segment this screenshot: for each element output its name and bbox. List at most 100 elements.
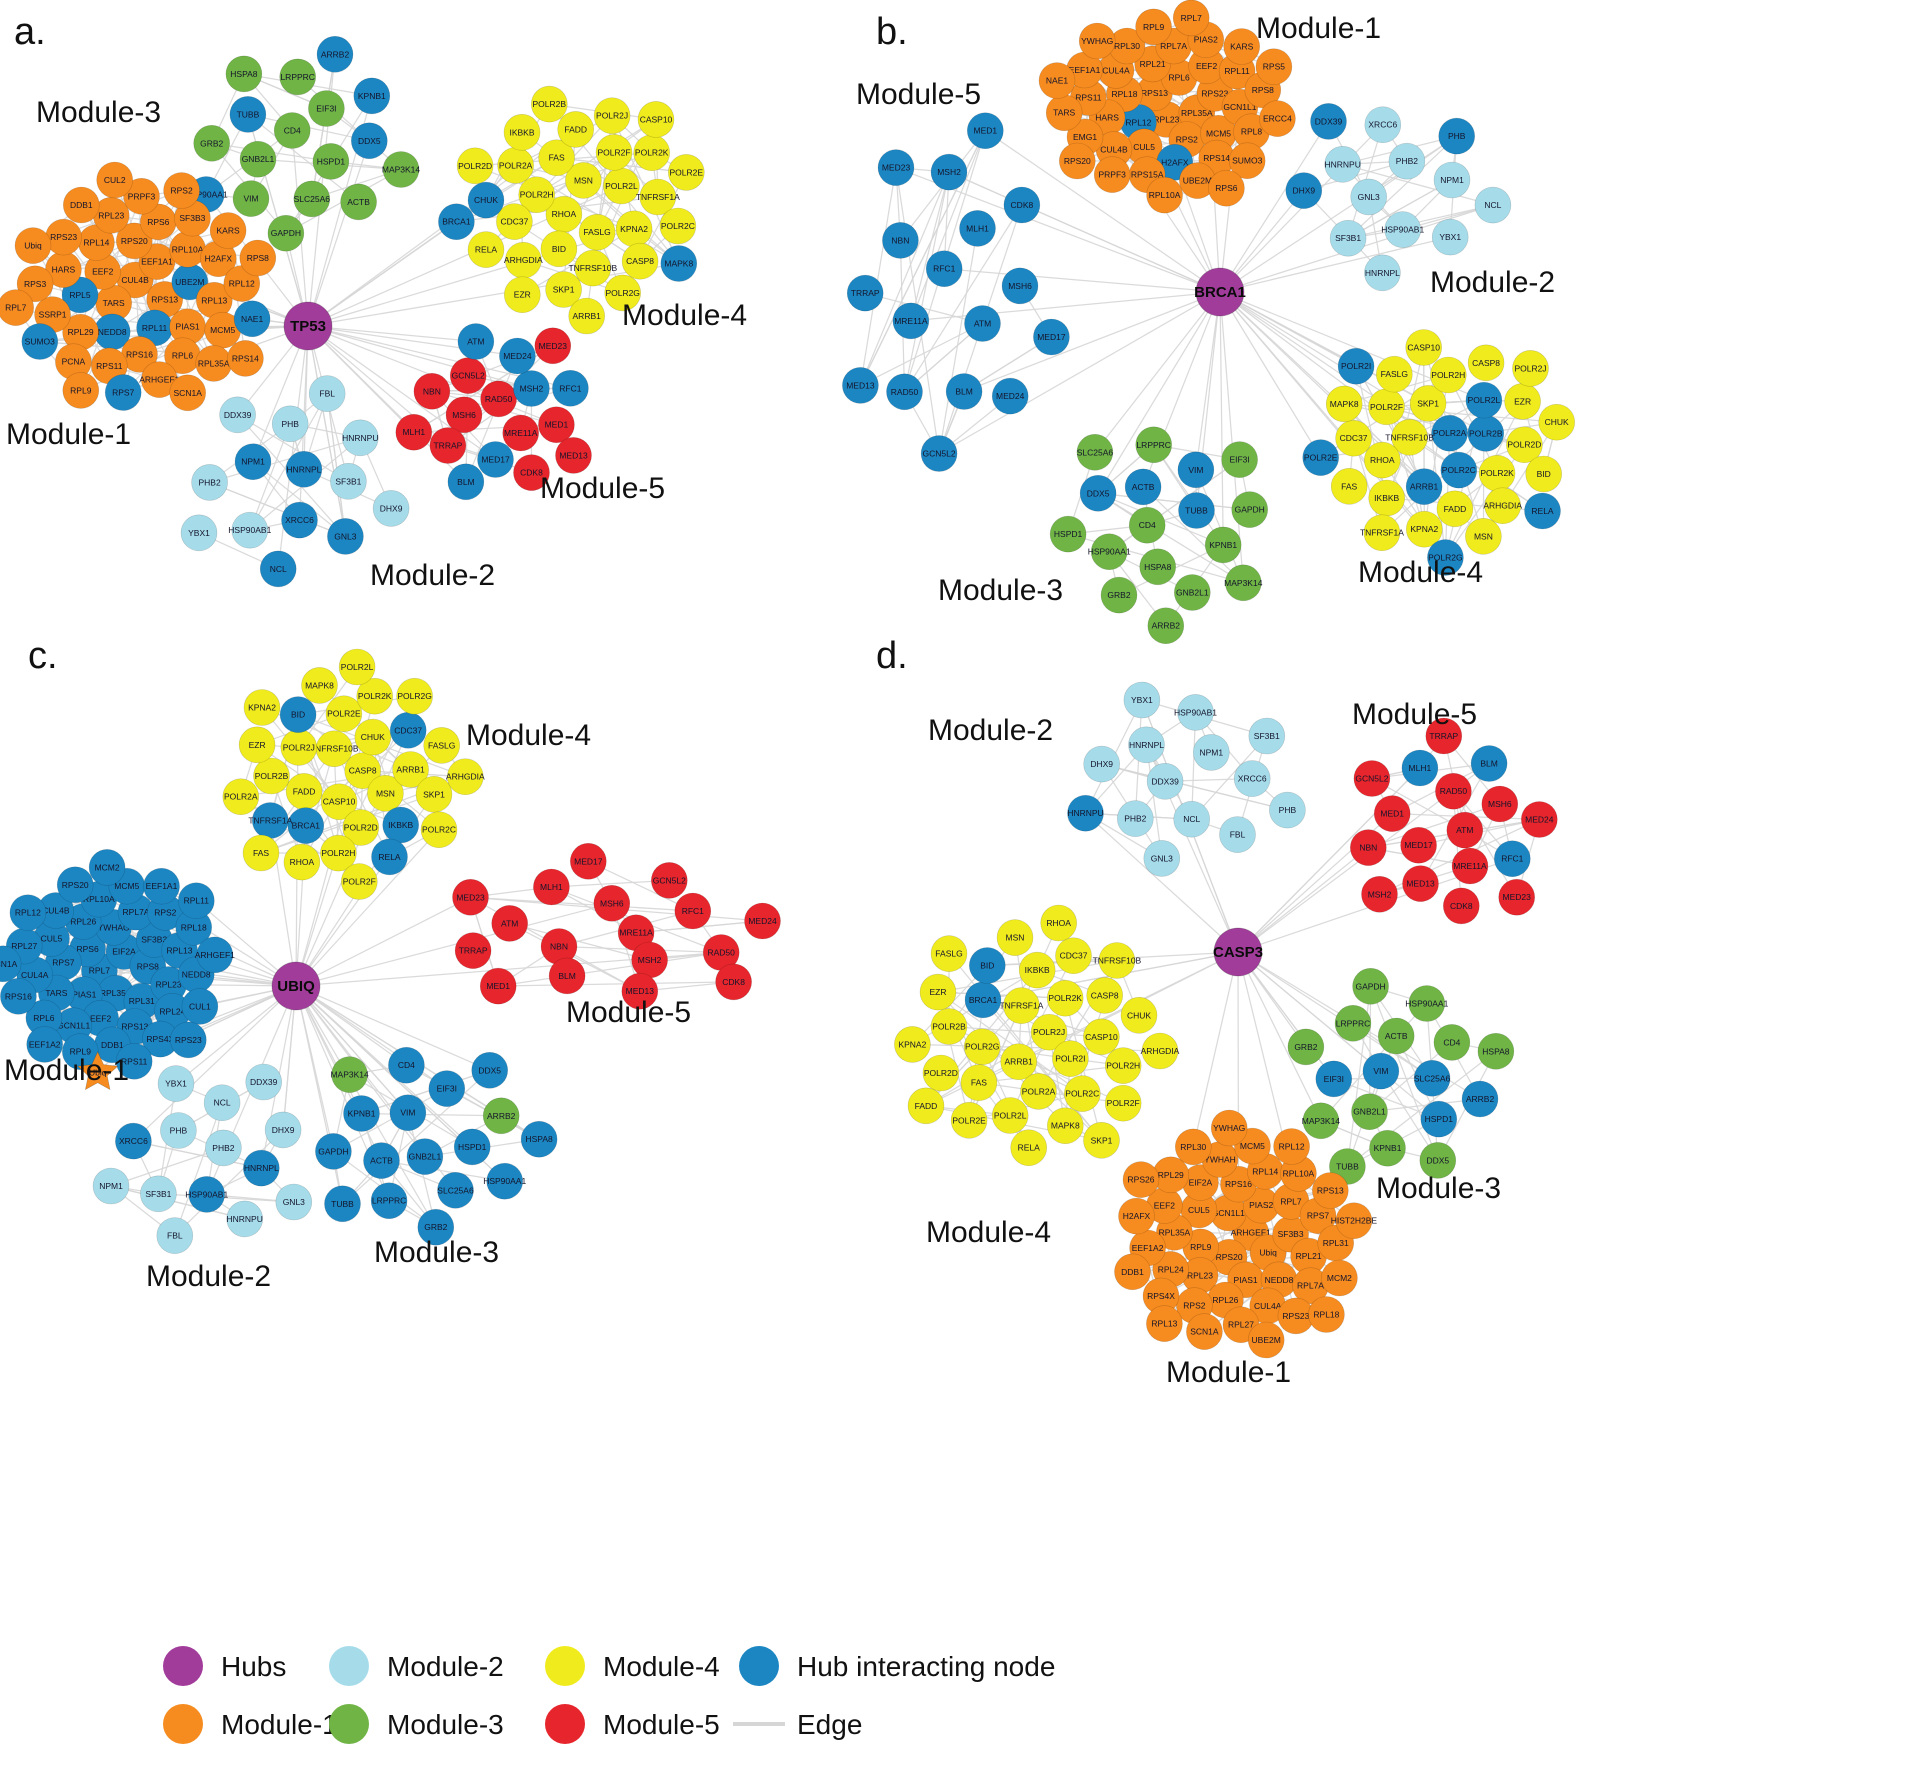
hub-interacting-node: RPS20 (56, 866, 94, 904)
node-label: RHOA (1046, 918, 1071, 928)
node-label: YWHAG (98, 922, 130, 932)
hub-interacting-node: GNB2L1 (406, 1138, 444, 1175)
module-node: KPNA2 (894, 1026, 931, 1063)
module-node: RPS13 (1312, 1172, 1349, 1209)
hub-interacting-node: MRE11A (892, 302, 930, 340)
node-label: RPL7 (89, 966, 111, 976)
node-label: TNFRSF10B (1093, 956, 1142, 966)
node-label: RPL35A (100, 988, 132, 998)
node-label: MSH6 (600, 898, 624, 908)
module-node: TRRAP (454, 932, 492, 969)
node-label: RPS6 (147, 217, 169, 227)
node-label: TARS (45, 988, 67, 998)
node-label: FAS (1341, 481, 1357, 491)
module-node: RPL13 (1146, 1305, 1183, 1342)
module-node: RHOA (1364, 441, 1401, 479)
module-node: RPS2 (163, 172, 200, 209)
hub-interacting-node: MED17 (477, 441, 514, 478)
node-label: NAE1 (1046, 76, 1068, 86)
module-node: MRE11A (617, 914, 655, 952)
module-node: POLR2K (633, 134, 671, 171)
node-label: TARS (1053, 108, 1075, 118)
module-node: RPS23 (1277, 1297, 1315, 1335)
module-node: MSN (1465, 517, 1502, 555)
node-label: YBX1 (1131, 695, 1153, 705)
module-node: POLR2F (1368, 388, 1405, 426)
node-label: MED13 (559, 450, 588, 460)
node-label: GNL3 (283, 1197, 305, 1207)
node-label: RPL26 (1212, 1295, 1238, 1305)
node-label: DDX5 (478, 1065, 501, 1075)
node-label: EEF2 (1154, 1201, 1176, 1211)
node-label: FASLG (428, 740, 455, 750)
module-node: HNRNPU (341, 419, 379, 457)
module-node: FBL (308, 375, 346, 412)
node-label: MCM2 (1327, 1273, 1352, 1283)
node-label: KARS (217, 226, 240, 236)
module-node: RPL10A (1146, 176, 1183, 214)
node-label: EIF3I (316, 104, 336, 114)
module-node: POLR2A (497, 147, 534, 184)
node-label: RPL9 (70, 385, 92, 395)
node-label: GCN1L1 (57, 1021, 90, 1031)
node-label: NCL (1183, 814, 1200, 824)
hub-interacting-node: BID (968, 947, 1006, 984)
node-label: TUBB (237, 109, 260, 119)
node-label: HIST2H2BE (1331, 1216, 1378, 1226)
module-node: CDC37 (1055, 937, 1092, 975)
hub-interacting-node: XRCC6 (115, 1122, 152, 1160)
node-label: BLM (955, 387, 972, 397)
hub-interacting-node: HSPA8 (520, 1120, 558, 1158)
node-label: HSP90AB1 (1174, 707, 1217, 717)
hub-interacting-node: HSPD1 (453, 1128, 491, 1166)
module-node: TNFRSF1A (999, 987, 1044, 1024)
node-label: MAPK8 (664, 259, 693, 269)
node-label: SLC25A6 (437, 1185, 474, 1195)
hub-interacting-node: RPL9 (62, 1033, 99, 1070)
node-label: HSPD1 (317, 156, 346, 166)
node-label: HSP90AA1 (1405, 999, 1448, 1009)
node-label: SCN1A (1190, 1327, 1219, 1337)
node-label: SCN1A (0, 959, 18, 969)
module-node: HSP90AA1 (1088, 533, 1131, 571)
module-node: VIM (232, 180, 270, 217)
node-label: KPNA2 (1410, 524, 1438, 534)
module-node: EZR (1504, 383, 1541, 420)
module-node: H2AFX (1118, 1197, 1155, 1235)
node-label: POLR2A (1022, 1086, 1056, 1096)
node-label: Ubiq (89, 1068, 107, 1078)
node-label: GNB2L1 (242, 154, 275, 164)
module-node: MED23 (534, 327, 572, 365)
hub-interacting-node: NBN (882, 222, 919, 259)
labels-layer: a.Module-3Module-4Module-1Module-2Module… (4, 11, 1555, 1389)
hub-node-ubiq: UBIQ (271, 961, 321, 1011)
node-label: MSH2 (937, 167, 961, 177)
module-node: MAP3K14 (330, 1056, 369, 1093)
node-label: CDK8 (1011, 200, 1034, 210)
node-label: PHB2 (198, 477, 220, 487)
node-label: RPS13 (1317, 1186, 1344, 1196)
node-label: RPL29 (1158, 1170, 1184, 1180)
module-node: MAP3K14 (382, 151, 420, 188)
node-label: VIM (400, 1108, 415, 1118)
module-node: NAE1 (1038, 62, 1076, 99)
module-node: MED1 (1373, 795, 1411, 832)
module-node: GAPDH (1231, 491, 1268, 528)
node-label: POLR2G (965, 1042, 1000, 1052)
hub-interacting-node: CHUK (467, 181, 505, 219)
node-label: YWHAG (1213, 1123, 1245, 1133)
module-label-ubiq-module-3: Module-3 (374, 1236, 499, 1269)
module-node: POLR2D (456, 147, 494, 185)
module-node: TARS (1045, 94, 1083, 131)
node-label: EZR (1514, 396, 1531, 406)
hub-interacting-node: MED23 (877, 149, 915, 186)
node-label: DDX5 (358, 136, 381, 146)
module-node: SLC25A6 (293, 180, 330, 218)
node-label: RAD50 (485, 394, 513, 404)
module-node: POLR2J (280, 729, 318, 766)
module-node: POLR2G (396, 677, 433, 715)
node-label: NEDD8 (1265, 1275, 1294, 1285)
module-node: ACTB (340, 183, 377, 221)
legend-label: Hubs (221, 1651, 286, 1682)
node-label: RPL12 (229, 279, 255, 289)
